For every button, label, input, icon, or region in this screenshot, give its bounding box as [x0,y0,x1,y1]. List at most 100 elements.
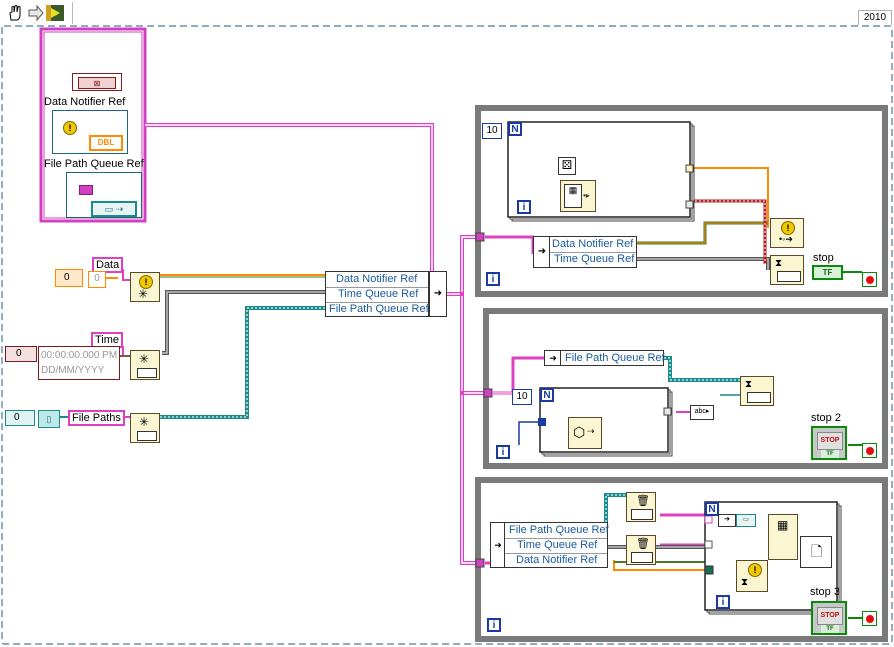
diagram-area [1,25,893,645]
stop-2-tf: TF [821,450,839,458]
flush-queue-icon-2 [631,552,653,563]
loop3-field-0: File Path Queue Ref [509,524,609,536]
file-path-queue-ref-label: File Path Queue Ref [44,158,144,170]
clock-icon: ▦ [564,184,582,208]
hourglass-icon-2: ⧗ [745,379,753,390]
queue-shape-icon-2 [137,431,157,441]
stop-red-dot-icon [866,276,874,284]
loop3-unbundle[interactable]: ➜ [490,522,506,568]
stop-label: stop [813,252,834,264]
enqueue-path-node[interactable]: ⧗ [740,376,774,406]
create-star-icon-2: ✳ [139,352,150,366]
warning-icon: ! [63,121,77,135]
index-array-node[interactable]: ➜ [718,514,736,527]
time-value: 00:00:00.000 PM [41,350,118,361]
loop1-n-terminal: N [508,122,522,136]
path-control[interactable]: ▯ [38,410,60,428]
dbl-indicator: DBL [89,135,123,151]
stop-2-red-dot-icon [866,447,874,455]
notifier-icon-3: ! [748,563,762,577]
stop-3-label: stop 3 [810,586,840,598]
table-icon: ▦ [777,518,789,532]
stop-3-condition-terminal[interactable] [862,611,877,626]
loop1-unbundle-fields[interactable]: Data Notifier Ref Time Queue Ref [549,236,637,268]
flush-time-queue-node[interactable]: 🗑 [626,535,656,565]
bundle-field-1: Time Queue Ref [338,288,419,300]
loop3-field-2: Data Notifier Ref [516,554,598,566]
data-numeric-control[interactable]: 0 [88,271,106,288]
loop3-unbundle-fields[interactable]: File Path Queue Ref Time Queue Ref Data … [504,522,609,568]
loop2-while-iteration: i [496,445,510,459]
write-file-node[interactable]: 🗋 [800,536,832,568]
hourglass-icon: ⧗ [775,258,783,269]
loop2-n-terminal: N [540,388,554,402]
loop3-while-iteration: i [487,618,501,632]
flush-path-queue-node[interactable]: 🗑 [626,492,656,522]
path-wires [60,306,740,572]
loop1-field-0: Data Notifier Ref [552,238,634,250]
random-number-dice-icon: ⚄ [558,157,576,175]
refnum-icon: ⊠ [78,77,116,89]
output-arrow-icon: •▸ [583,191,590,200]
build-path-node[interactable]: ⬡ ⇢ [568,417,602,449]
date-value: DD/MM/YYYY [41,365,105,376]
loop2-unbundle-fields[interactable]: File Path Queue Ref [560,350,665,366]
trash-icon: 🗑 [636,495,650,507]
loop3-field-1: Time Queue Ref [517,539,598,551]
notifier-ref-constant[interactable]: ⊠ [72,73,122,91]
while-loop-1 [475,105,888,297]
stop-condition-terminal[interactable] [862,272,877,287]
create-star-icon: ✳ [138,287,149,301]
file-icon: 🗋 [811,543,823,559]
file-paths-label: File Paths [68,410,125,426]
stop-bool-control[interactable]: TF [812,265,843,280]
enqueue-time-node[interactable]: ⧗ [770,255,804,285]
stop-2-label: stop 2 [811,412,841,424]
stop-2-button[interactable]: STOP TF [811,426,847,460]
paths-array-index[interactable]: 0 [5,410,35,426]
obtain-time-queue-node[interactable]: ✳ [130,350,160,380]
obtain-notifier-node[interactable]: ! ✳ [130,272,160,302]
notifier-icon: ! [139,275,153,289]
data-array-index[interactable]: 0 [55,269,83,287]
time-array-index[interactable]: 0 [5,346,37,362]
notifier-data-type: ! DBL [52,110,128,154]
enqueue-icon-2 [747,392,771,403]
path-build-icon: ⇢ [587,426,595,436]
queue-icon [79,185,93,195]
stop-3-button[interactable]: STOP TF [811,601,847,635]
loop2-count-terminal[interactable]: 10 [512,389,532,405]
loop3-for-iteration: i [716,595,730,609]
stop-2-condition-terminal[interactable] [862,443,877,458]
operate-value-tool-icon[interactable] [5,3,25,23]
wait-on-notification-node[interactable]: ! ⧗ [736,560,768,592]
stop-2-text: STOP [817,432,843,450]
loop1-field-1: Time Queue Ref [554,253,635,265]
toolbar: 2010 [0,0,894,26]
send-notification-node[interactable]: ! •◦➔ [770,218,804,248]
path-to-string-node[interactable]: abc▸ [690,405,714,420]
stop-3-tf: TF [821,625,839,633]
flush-queue-icon [631,509,653,520]
path-array-constant: ▭ ⇢ [91,201,137,217]
bundle-by-name[interactable]: Data Notifier Ref Time Queue Ref File Pa… [325,271,429,317]
write-spreadsheet-node[interactable]: ▦ [768,514,798,560]
boolean-wires [843,271,862,619]
obtain-path-queue-node[interactable]: ✳ [130,413,160,443]
stop-3-text: STOP [817,607,843,625]
bundle-output-terminal: ➜ [429,271,447,317]
bundle-field-2: File Path Queue Ref [329,303,429,315]
highlight-execution-icon[interactable] [45,3,65,23]
loop1-for-iteration: i [517,200,531,214]
send-arrow-icon: •◦➔ [779,234,793,244]
path-array-node[interactable]: ▭ [736,514,756,527]
timestamp-control[interactable]: 00:00:00.000 PM DD/MM/YYYY [38,346,120,380]
loop1-count-terminal[interactable]: 10 [482,123,502,139]
trash-icon-2: 🗑 [636,538,650,550]
loop2-field-0: File Path Queue Ref [565,352,665,364]
numeric-wires [56,167,769,571]
get-date-time-node[interactable]: ▦ •▸ [560,180,596,212]
run-arrow-icon[interactable] [26,3,46,23]
bundle-field-0: Data Notifier Ref [336,273,418,285]
